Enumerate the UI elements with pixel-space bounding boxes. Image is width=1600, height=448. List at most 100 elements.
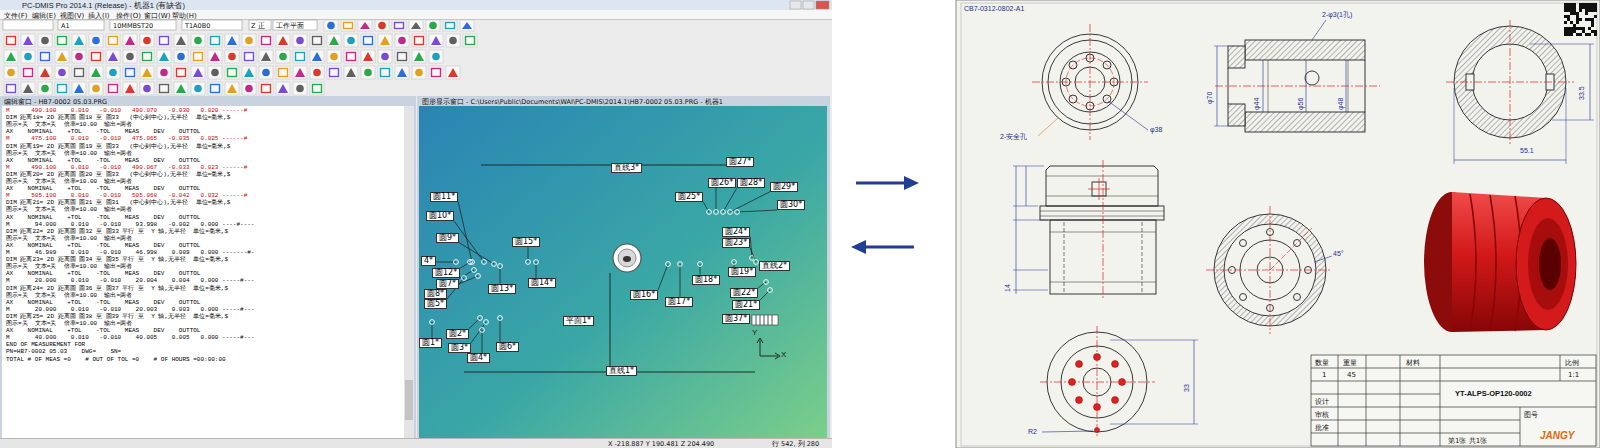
qr-module <box>1579 18 1582 21</box>
toolbar-icon <box>177 69 186 77</box>
toolbar-button <box>72 82 86 95</box>
toolbar-icon <box>245 85 253 93</box>
toolbar-icon <box>395 23 404 29</box>
toolbar-button <box>21 66 35 79</box>
toolbar-button <box>378 34 392 47</box>
title-block-cell: 图号 <box>1524 410 1538 420</box>
feature-point <box>732 260 737 265</box>
toolbar-button <box>174 34 188 47</box>
toolbar-button <box>72 34 86 47</box>
qr-module <box>1588 3 1591 6</box>
feature-point <box>484 320 489 325</box>
qr-module <box>1573 12 1576 15</box>
feature-label: 圆5* <box>424 299 447 309</box>
feature-name: 圆12* <box>435 268 457 277</box>
end-view <box>1530 44 1594 45</box>
title-block <box>1520 407 1521 446</box>
toolbar-icon <box>228 53 236 61</box>
toolbar-button <box>123 34 137 47</box>
graphics-geometry <box>768 315 769 325</box>
qr-module <box>1573 30 1576 33</box>
part-number: YT-ALPS-OP120-0002 <box>1455 389 1532 398</box>
toolbar-button <box>4 34 18 47</box>
menu-item: 窗口(W) <box>144 11 170 21</box>
feature-name: 圆18* <box>695 275 717 284</box>
title-block-cell: 材料 <box>1406 358 1420 368</box>
report-line: M 490.100 0.010 -0.010 490.070 -0.030 0.… <box>6 107 247 114</box>
toolbar-button <box>361 66 375 79</box>
company-logo: JANGY <box>1540 430 1574 441</box>
feature-name: 圆3* <box>451 343 468 352</box>
title-block-cell: 比例 <box>1565 358 1579 368</box>
report-line: 图示=关 文本=关 倍率=10.00 输出=两者 <box>6 206 132 213</box>
feature-label: 圆1* <box>419 338 442 348</box>
toolbar-icon <box>91 68 101 77</box>
toolbar-button <box>293 66 307 79</box>
report-line: AX NOMINAL +TOL -TOL MEAS DEV OUTTOL <box>6 214 200 221</box>
section-view <box>1245 112 1365 132</box>
feature-name: 圆6* <box>499 342 516 351</box>
graphics-geometry <box>760 340 761 356</box>
toolbar-button <box>344 50 358 63</box>
report-line: DIM 距离22= 2D 距离圆 圆32 至 圆33 平行 至 Y 轴,无半径 … <box>6 228 228 235</box>
bottom-view <box>1097 326 1098 438</box>
feature-label: 圆9* <box>436 233 459 243</box>
toolbar-icon <box>398 53 407 61</box>
title-block-cell: 重量 <box>1343 358 1357 368</box>
toolbar-button <box>157 34 171 47</box>
report-line: M 20.000 0.010 -0.010 20.003 0.003 0.000… <box>6 306 254 313</box>
feature-label: 圆14* <box>528 278 556 288</box>
toolbar-button <box>463 34 477 47</box>
qr-module <box>1591 24 1594 27</box>
report-line: 图示=关 文本=关 倍率=10.00 输出=两者 <box>6 150 132 157</box>
feature-name: 圆19* <box>731 267 753 276</box>
toolbar-button <box>157 82 171 95</box>
report-line: DIM 距离19= 2D 距离圆 圆19 至 圆33 (中心到中心),无半径 单… <box>6 143 230 150</box>
side-view <box>1013 270 1048 271</box>
combo-value: A1 <box>61 22 70 30</box>
section-view <box>1214 20 1380 132</box>
qr-module <box>1570 30 1573 33</box>
report-line: 图示=关 文本=关 倍率=10.00 输出=两者 <box>6 178 132 185</box>
qr-module <box>1573 6 1576 9</box>
toolbar-icon <box>126 69 135 77</box>
toolbar-icon <box>211 69 219 77</box>
toolbar-button <box>140 66 154 79</box>
report-line: M 505.100 0.010 -0.010 505.068 -0.042 0.… <box>6 192 247 199</box>
end-view <box>1590 44 1591 120</box>
toolbar-icon <box>6 52 16 61</box>
bottom-view <box>1040 326 1198 438</box>
toolbar-button <box>106 34 120 47</box>
leader-line <box>500 318 501 342</box>
report-line: 图示=关 文本=关 倍率=10.00 输出=两者 <box>6 263 132 270</box>
toolbar-icon <box>58 85 67 93</box>
feature-point <box>754 260 759 265</box>
toolbar-icon <box>160 37 169 45</box>
report-line: 图示=关 文本=关 倍率=10.00 输出=两者 <box>6 292 132 299</box>
engineering-drawing <box>961 3 1597 446</box>
app-window <box>0 96 416 440</box>
feature-point <box>454 260 459 265</box>
qr-module <box>1570 21 1573 24</box>
toolbar-button <box>358 20 372 31</box>
qr-module <box>1573 24 1576 27</box>
toolbar-button <box>375 20 389 31</box>
app-window <box>0 0 832 10</box>
qr-module <box>1591 9 1594 12</box>
toolbar-button <box>225 82 239 95</box>
combo-value: T1A0B0 <box>185 22 210 30</box>
title-block <box>1311 407 1596 408</box>
dimension-text: φ44 <box>1253 98 1260 110</box>
toolbar-button <box>412 50 426 63</box>
toolbar-icon <box>262 85 271 93</box>
section-circle <box>1240 240 1247 247</box>
dimension-text: φ48 <box>1337 98 1344 110</box>
feature-name: 圆25* <box>678 192 700 201</box>
toolbar-button <box>409 20 423 31</box>
toolbar-button <box>344 34 358 47</box>
toolbar-button <box>225 50 239 63</box>
menu-item: 文件(F) <box>4 11 28 21</box>
feature-name: 圆15* <box>515 237 537 246</box>
qr-module <box>1570 3 1573 6</box>
leader-line <box>680 264 681 297</box>
